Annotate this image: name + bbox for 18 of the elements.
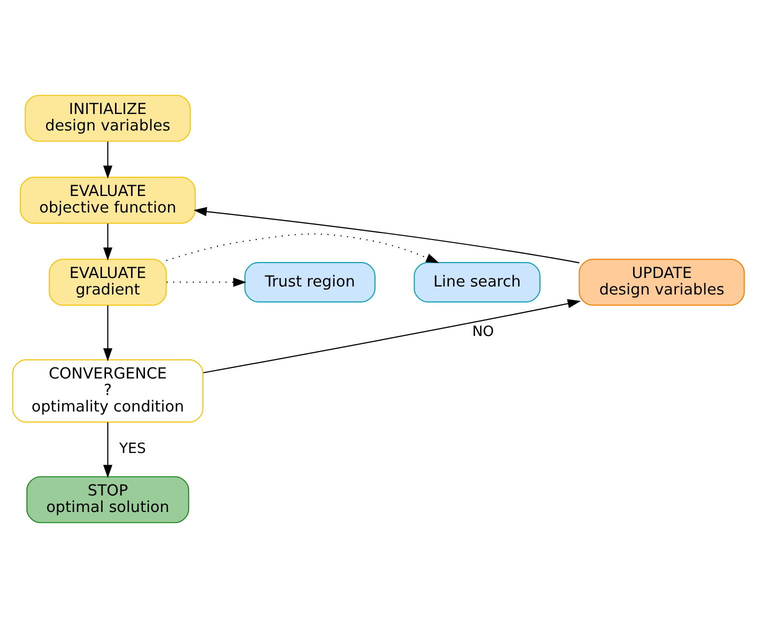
arrow	[203, 298, 581, 373]
node-box: Trust region	[244, 262, 376, 302]
node-box: CONVERGENCE ? optimality condition	[12, 358, 204, 422]
node-box: INITIALIZE design variables	[24, 94, 191, 142]
edge-label: NO	[472, 324, 494, 340]
edge-label: YES	[119, 440, 146, 457]
node-box: STOP optimal solution	[26, 476, 190, 523]
arrow	[103, 141, 112, 178]
node-box: EVALUATE gradient	[48, 258, 167, 306]
arrow	[103, 223, 112, 260]
arrow	[166, 277, 246, 286]
node-box: UPDATE design variables	[578, 258, 745, 306]
arrow	[166, 232, 440, 263]
node-box: EVALUATE objective function	[20, 176, 196, 224]
arrow	[194, 206, 580, 263]
node-box: Line search	[414, 262, 540, 302]
arrow	[103, 422, 112, 478]
arrow	[103, 304, 112, 361]
